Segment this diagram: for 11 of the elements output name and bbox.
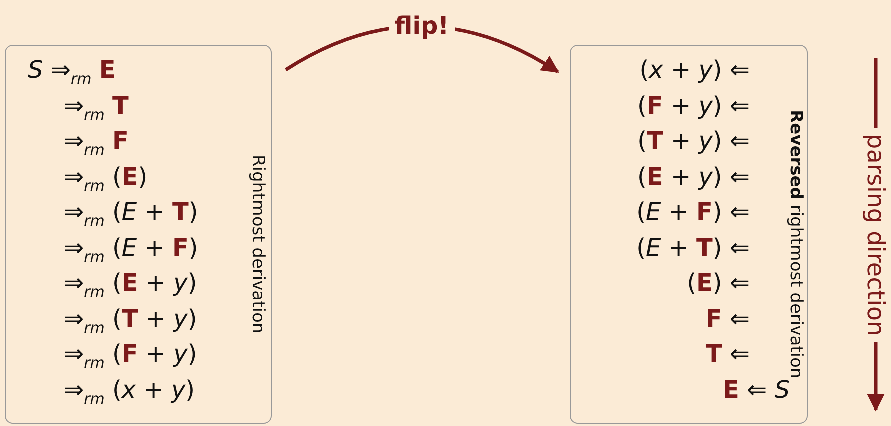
derivation-step: (E + y) ⇐ <box>638 162 750 192</box>
derivation-step: T ⇐ <box>706 339 750 369</box>
derivation-box <box>570 45 808 424</box>
derivation-step: (E) ⇐ <box>687 268 750 298</box>
derivation-step: (x + y) ⇐ <box>640 55 750 85</box>
derivation-step: (T + y) ⇐ <box>638 126 750 156</box>
derivation-box <box>5 45 272 424</box>
derivation-step: (F + y) ⇐ <box>638 90 750 120</box>
derivation-step: F ⇐ <box>706 304 750 334</box>
derivation-step: (E + F) ⇐ <box>636 197 750 227</box>
derivation-step: (E + T) ⇐ <box>636 232 750 262</box>
